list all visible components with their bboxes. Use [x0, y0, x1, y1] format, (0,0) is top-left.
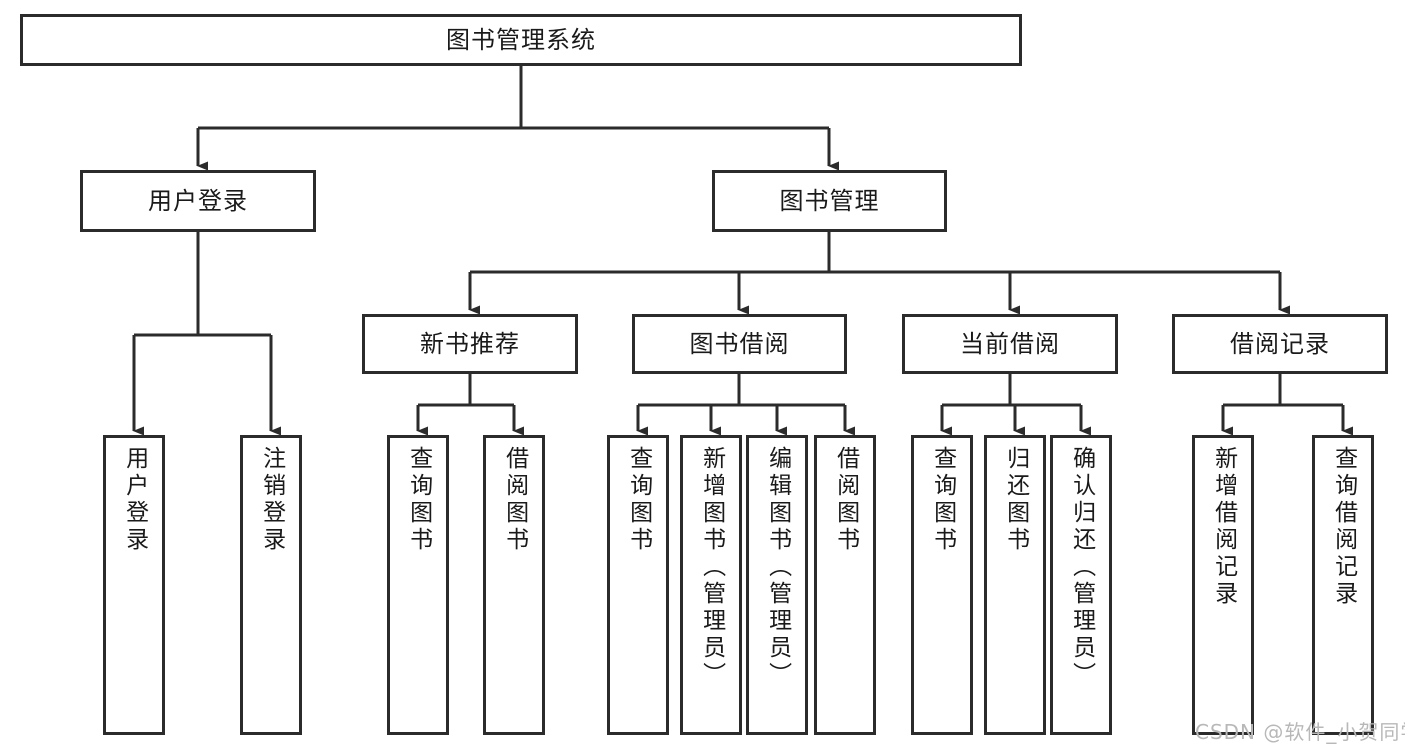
- node-label: 注销登录: [258, 446, 285, 554]
- node-new-book-recommendation[interactable]: 新书推荐: [362, 314, 578, 374]
- node-label: 新增借阅记录: [1210, 446, 1237, 608]
- leaf-add-borrow-record[interactable]: 新增借阅记录: [1192, 435, 1254, 735]
- node-label: 查询图书: [929, 446, 956, 554]
- leaf-query-books-new[interactable]: 查询图书: [387, 435, 449, 735]
- node-label: 查询图书: [405, 446, 432, 554]
- node-label: 图书管理系统: [446, 25, 596, 54]
- node-current-borrowing[interactable]: 当前借阅: [902, 314, 1118, 374]
- node-label: 新增图书（管理员）: [698, 446, 725, 689]
- leaf-borrow-books[interactable]: 借阅图书: [814, 435, 876, 735]
- node-label: 查询借阅记录: [1330, 446, 1357, 608]
- node-label: 查询图书: [625, 446, 652, 554]
- csdn-watermark: CSDN @软件_小贺同学: [1195, 720, 1405, 744]
- node-label: 编辑图书（管理员）: [764, 446, 791, 689]
- leaf-edit-book-admin[interactable]: 编辑图书（管理员）: [746, 435, 808, 735]
- leaf-confirm-return-admin[interactable]: 确认归还（管理员）: [1050, 435, 1112, 735]
- node-book-management[interactable]: 图书管理: [712, 170, 947, 232]
- leaf-user-login[interactable]: 用户登录: [103, 435, 165, 735]
- node-label: 图书管理: [779, 186, 880, 215]
- node-label: 归还图书: [1002, 446, 1029, 554]
- leaf-query-books-current[interactable]: 查询图书: [911, 435, 973, 735]
- leaf-add-book-admin[interactable]: 新增图书（管理员）: [680, 435, 742, 735]
- node-label: 借阅记录: [1230, 329, 1330, 358]
- leaf-query-books-borrow[interactable]: 查询图书: [607, 435, 669, 735]
- node-label: 确认归还（管理员）: [1068, 446, 1095, 689]
- node-label: 借阅图书: [501, 446, 528, 554]
- node-root-system[interactable]: 图书管理系统: [20, 14, 1022, 66]
- node-borrow-records[interactable]: 借阅记录: [1172, 314, 1388, 374]
- node-label: 当前借阅: [960, 329, 1060, 358]
- node-label: 用户登录: [121, 446, 148, 554]
- node-label: 新书推荐: [420, 329, 520, 358]
- leaf-return-books[interactable]: 归还图书: [984, 435, 1046, 735]
- node-label: 用户登录: [148, 186, 248, 215]
- leaf-borrow-books-new[interactable]: 借阅图书: [483, 435, 545, 735]
- node-label: 借阅图书: [832, 446, 859, 554]
- node-label: 图书借阅: [689, 329, 790, 358]
- node-user-login[interactable]: 用户登录: [80, 170, 316, 232]
- leaf-logout[interactable]: 注销登录: [240, 435, 302, 735]
- node-book-borrowing[interactable]: 图书借阅: [632, 314, 847, 374]
- leaf-query-borrow-record[interactable]: 查询借阅记录: [1312, 435, 1374, 735]
